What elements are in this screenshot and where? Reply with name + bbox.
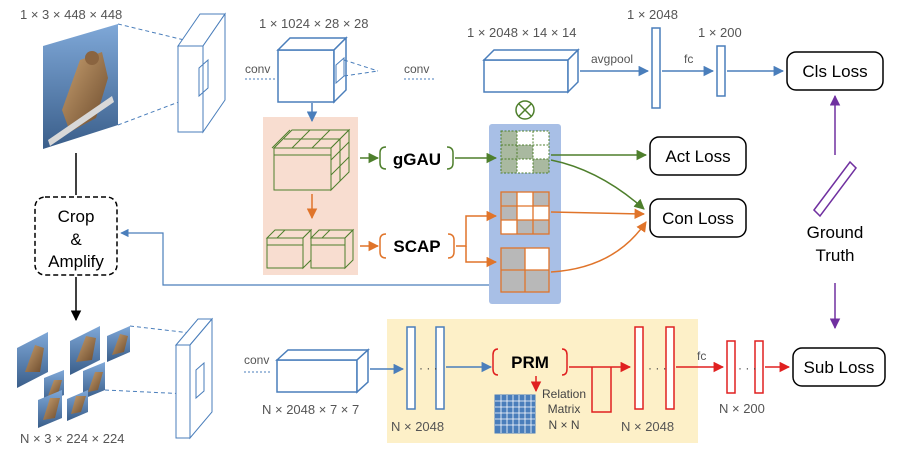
feature-cube-bottom <box>275 348 370 394</box>
sub-loss-box: Sub Loss <box>792 347 886 387</box>
feat-2048-dims: 1 × 2048 × 14 × 14 <box>467 25 577 40</box>
dots-blue: · · · <box>419 361 438 375</box>
prm-module: PRM <box>511 353 549 372</box>
ground-label: Ground <box>807 223 864 242</box>
input-bottom-dims: N × 3 × 224 × 224 <box>20 431 124 446</box>
input-image-crops <box>17 326 130 428</box>
conv-label-2: conv <box>404 62 429 76</box>
dots-red-a: · · · <box>648 361 667 375</box>
con-loss-box: Con Loss <box>649 198 747 238</box>
ground-truth-bar <box>813 160 857 218</box>
pooled-cubes <box>265 228 355 270</box>
nxn-label: N × N <box>548 418 579 432</box>
vec-2048-dims: 1 × 2048 <box>627 7 678 22</box>
scap-grid-3x3 <box>500 191 550 235</box>
feature-cube-2048 <box>482 48 580 94</box>
relation-matrix <box>494 394 536 434</box>
svg-text:Sub Loss: Sub Loss <box>804 358 875 377</box>
conv-layer-bottom <box>174 317 214 440</box>
matrix-label: Matrix <box>548 402 581 416</box>
feat-bottom-dims: N × 2048 × 7 × 7 <box>262 402 359 417</box>
multiply-icon <box>515 100 535 120</box>
vectors-n2048-blue <box>406 326 445 410</box>
conv-label-1: conv <box>245 62 270 76</box>
relation-label: Relation <box>542 387 586 401</box>
feat-1024-dims: 1 × 1024 × 28 × 28 <box>259 16 369 31</box>
n2048-dims-a: N × 2048 <box>391 419 444 434</box>
n2048-dims-b: N × 2048 <box>621 419 674 434</box>
dots-red-b: · · · <box>738 361 757 375</box>
vectors-n200-red <box>726 340 764 394</box>
avgpool-label: avgpool <box>591 52 633 66</box>
input-top-dims: 1 × 3 × 448 × 448 <box>20 7 122 22</box>
svg-text:Con Loss: Con Loss <box>662 209 734 228</box>
crop-amplify-box: Crop & Amplify <box>34 196 118 276</box>
svg-text:Act Loss: Act Loss <box>665 147 730 166</box>
ggau-module: gGAU <box>393 150 441 169</box>
scap-grid-2x2 <box>500 247 550 293</box>
feature-cube-1024 <box>276 36 348 104</box>
svg-text:Amplify: Amplify <box>48 252 104 271</box>
input-image-top <box>43 24 118 149</box>
conv-label-3: conv <box>244 353 269 367</box>
conv-layer-top <box>177 12 226 134</box>
attention-cube <box>271 128 351 192</box>
svg-text:&: & <box>70 230 82 249</box>
scap-module: SCAP <box>393 237 440 256</box>
svg-text:Crop: Crop <box>58 207 95 226</box>
act-loss-box: Act Loss <box>649 136 747 176</box>
n200-dims: N × 200 <box>719 401 765 416</box>
fc-label-bottom: fc <box>697 349 706 363</box>
vector-200 <box>716 45 726 97</box>
vec-200-dims: 1 × 200 <box>698 25 742 40</box>
vectors-n2048-red <box>634 326 675 410</box>
truth-label: Truth <box>815 246 854 265</box>
cls-loss-box: Cls Loss <box>786 51 884 91</box>
attention-grid <box>500 130 550 174</box>
vector-2048 <box>651 27 661 109</box>
fc-label-top: fc <box>684 52 693 66</box>
svg-text:Cls Loss: Cls Loss <box>802 62 867 81</box>
